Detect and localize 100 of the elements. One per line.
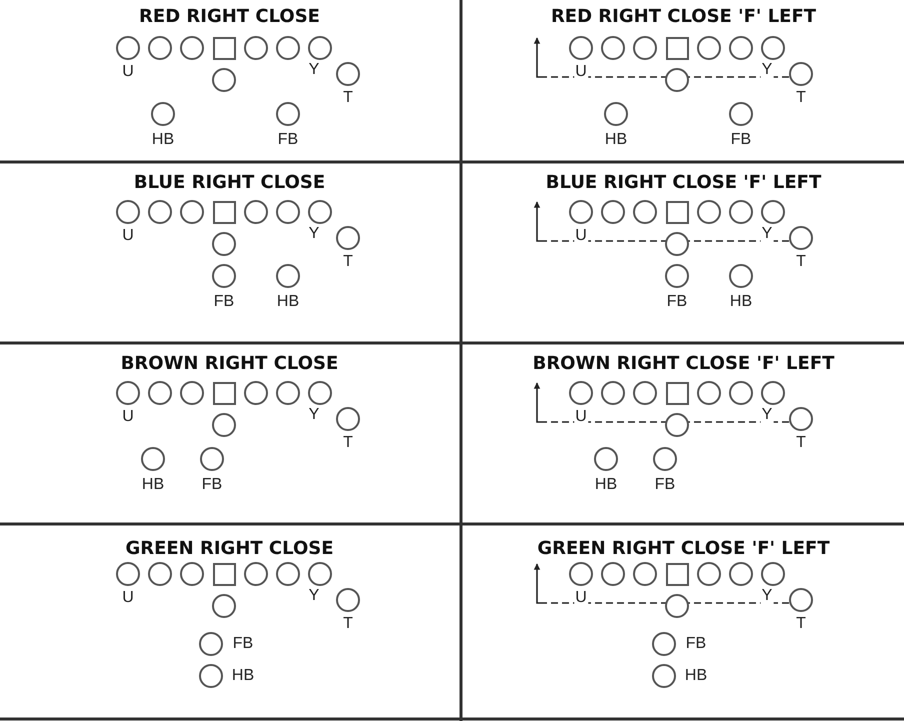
player-circle xyxy=(761,36,785,60)
player-circle xyxy=(594,447,618,471)
player-circle xyxy=(336,588,360,612)
player-circle xyxy=(336,62,360,86)
player-circle xyxy=(761,562,785,586)
player-circle xyxy=(789,62,813,86)
player-circle xyxy=(633,562,657,586)
player-circle xyxy=(276,200,300,224)
player-circle xyxy=(653,447,677,471)
motion-path-arrow xyxy=(534,563,789,604)
center-square xyxy=(666,562,688,586)
player-circle xyxy=(665,68,689,92)
player-circle xyxy=(633,381,657,405)
position-label: Y xyxy=(760,407,774,423)
player-circle xyxy=(148,562,172,586)
player-circle xyxy=(601,36,625,60)
player-circle xyxy=(212,264,236,288)
formation-title: BROWN RIGHT CLOSE xyxy=(120,353,340,374)
formation-title: GREEN RIGHT CLOSE xyxy=(124,538,335,559)
player-circle xyxy=(116,562,140,586)
position-label: U xyxy=(574,590,588,606)
player-circle xyxy=(569,36,593,60)
player-circle xyxy=(244,200,268,224)
player-circle xyxy=(729,200,753,224)
player-circle xyxy=(244,562,268,586)
center-square xyxy=(666,382,688,404)
player-circle xyxy=(729,562,753,586)
motion-path-arrow xyxy=(534,37,789,78)
player-circle xyxy=(244,36,268,60)
player-circle xyxy=(148,36,172,60)
player-circle xyxy=(729,381,753,405)
player-circle xyxy=(116,381,140,405)
player-circle xyxy=(697,562,721,586)
player-circle xyxy=(697,36,721,60)
player-circle xyxy=(336,226,360,250)
player-circle xyxy=(180,562,204,586)
player-circle xyxy=(148,381,172,405)
player-circle xyxy=(729,102,753,126)
player-circle xyxy=(761,200,785,224)
player-circle xyxy=(569,562,593,586)
player-circle xyxy=(665,232,689,256)
player-circle xyxy=(761,381,785,405)
player-circle xyxy=(151,102,175,126)
player-circle xyxy=(276,381,300,405)
player-circle xyxy=(633,36,657,60)
player-circle xyxy=(148,200,172,224)
position-label: Y xyxy=(760,62,774,78)
player-circle xyxy=(199,632,223,656)
player-circle xyxy=(244,381,268,405)
player-circle xyxy=(180,381,204,405)
player-circle xyxy=(212,232,236,256)
player-circle xyxy=(697,381,721,405)
position-label: U xyxy=(574,228,588,244)
player-circle xyxy=(789,407,813,431)
center-square xyxy=(212,382,236,404)
player-circle xyxy=(665,264,689,288)
player-circle xyxy=(308,381,332,405)
player-circle xyxy=(276,102,300,126)
center-square xyxy=(212,36,236,60)
player-circle xyxy=(697,200,721,224)
formation-title: RED RIGHT CLOSE 'F' LEFT xyxy=(550,6,818,27)
player-circle xyxy=(212,68,236,92)
player-circle xyxy=(601,381,625,405)
formation-title: BLUE RIGHT CLOSE xyxy=(132,172,326,193)
center-square xyxy=(212,562,236,586)
player-circle xyxy=(665,594,689,618)
position-label: U xyxy=(574,64,588,80)
player-circle xyxy=(308,562,332,586)
player-circle xyxy=(116,200,140,224)
center-square xyxy=(666,200,688,224)
player-circle xyxy=(276,264,300,288)
player-circle xyxy=(199,664,223,688)
player-circle xyxy=(633,200,657,224)
position-label: U xyxy=(574,409,588,425)
player-circle xyxy=(601,200,625,224)
player-circle xyxy=(569,381,593,405)
player-circle xyxy=(729,36,753,60)
player-circle xyxy=(336,407,360,431)
player-circle xyxy=(141,447,165,471)
player-circle xyxy=(569,200,593,224)
position-label: Y xyxy=(760,226,774,242)
player-circle xyxy=(276,562,300,586)
center-square xyxy=(212,200,236,224)
player-circle xyxy=(601,562,625,586)
player-circle xyxy=(665,413,689,437)
player-circle xyxy=(652,632,676,656)
player-circle xyxy=(212,594,236,618)
formation-title: BROWN RIGHT CLOSE 'F' LEFT xyxy=(532,353,836,374)
player-circle xyxy=(308,36,332,60)
formation-title: BLUE RIGHT CLOSE 'F' LEFT xyxy=(544,172,822,193)
player-circle xyxy=(180,36,204,60)
player-circle xyxy=(200,447,224,471)
player-circle xyxy=(604,102,628,126)
motion-path-arrow xyxy=(534,201,789,242)
player-circle xyxy=(116,36,140,60)
formation-title: GREEN RIGHT CLOSE 'F' LEFT xyxy=(536,538,831,559)
player-circle xyxy=(789,226,813,250)
player-circle xyxy=(729,264,753,288)
center-square xyxy=(666,36,688,60)
position-label: Y xyxy=(760,588,774,604)
